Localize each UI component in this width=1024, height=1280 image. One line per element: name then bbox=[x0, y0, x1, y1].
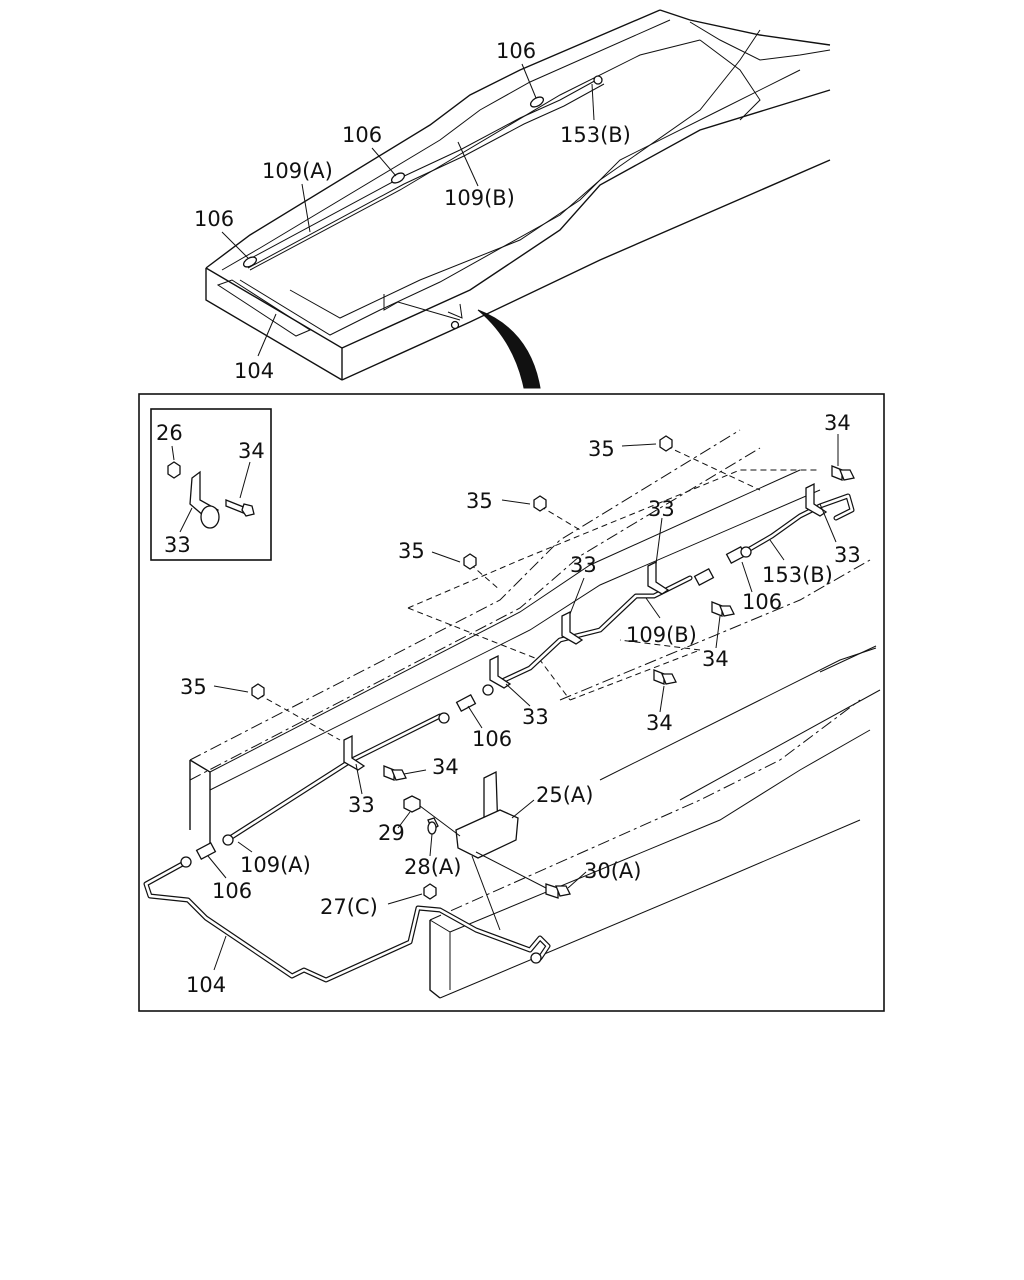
callout-34-d: 34 bbox=[432, 755, 459, 779]
callout-30a: 30(A) bbox=[584, 859, 641, 883]
callout-153b: 153(B) bbox=[560, 123, 631, 147]
callout-106-a: 106 bbox=[742, 590, 782, 614]
callout-109b-detail: 109(B) bbox=[626, 623, 697, 647]
callout-106-front: 106 bbox=[194, 207, 234, 231]
detail-clips bbox=[343, 482, 828, 771]
top-callouts: 106 106 106 109(A) 109(B) 153(B) 104 bbox=[194, 39, 631, 383]
callout-33-c: 33 bbox=[834, 543, 861, 567]
callout-33-e: 33 bbox=[348, 793, 375, 817]
callout-106-middle: 106 bbox=[342, 123, 382, 147]
callout-25a: 25(A) bbox=[536, 783, 593, 807]
top-frame-overview bbox=[205, 9, 831, 389]
callout-33-d: 33 bbox=[522, 705, 549, 729]
callout-104-detail: 104 bbox=[186, 973, 226, 997]
callout-29: 29 bbox=[378, 821, 405, 845]
callout-106-b: 106 bbox=[472, 727, 512, 751]
inset-callout-34: 34 bbox=[238, 439, 265, 463]
callout-35-a: 35 bbox=[588, 437, 615, 461]
detail-frame-rails bbox=[189, 429, 881, 999]
callout-109a: 109(A) bbox=[262, 159, 333, 183]
callout-35-c: 35 bbox=[398, 539, 425, 563]
detail-fasteners bbox=[180, 435, 855, 964]
callout-35-b: 35 bbox=[466, 489, 493, 513]
callout-104: 104 bbox=[234, 359, 274, 383]
callout-33-a: 33 bbox=[648, 497, 675, 521]
callout-35-d: 35 bbox=[180, 675, 207, 699]
callout-34-b: 34 bbox=[702, 647, 729, 671]
inset-detail: 26 34 33 bbox=[150, 408, 272, 561]
detail-leaders bbox=[207, 434, 839, 971]
callout-109a-detail: 109(A) bbox=[240, 853, 311, 877]
detail-pipes bbox=[143, 493, 855, 983]
callout-153b-detail: 153(B) bbox=[762, 563, 833, 587]
callout-109b: 109(B) bbox=[444, 186, 515, 210]
inset-callout-26: 26 bbox=[156, 421, 183, 445]
callout-28a: 28(A) bbox=[404, 855, 461, 879]
callout-106-rear: 106 bbox=[496, 39, 536, 63]
callout-106-c: 106 bbox=[212, 879, 252, 903]
detail-callouts: 35 35 35 35 34 33 33 33 33 33 33 153(B) … bbox=[180, 411, 861, 997]
inset-callout-33: 33 bbox=[164, 533, 191, 557]
callout-33-b: 33 bbox=[570, 553, 597, 577]
callout-34-top: 34 bbox=[824, 411, 851, 435]
detail-frame bbox=[138, 393, 885, 1012]
callout-27c: 27(C) bbox=[320, 895, 378, 919]
callout-34-c: 34 bbox=[646, 711, 673, 735]
